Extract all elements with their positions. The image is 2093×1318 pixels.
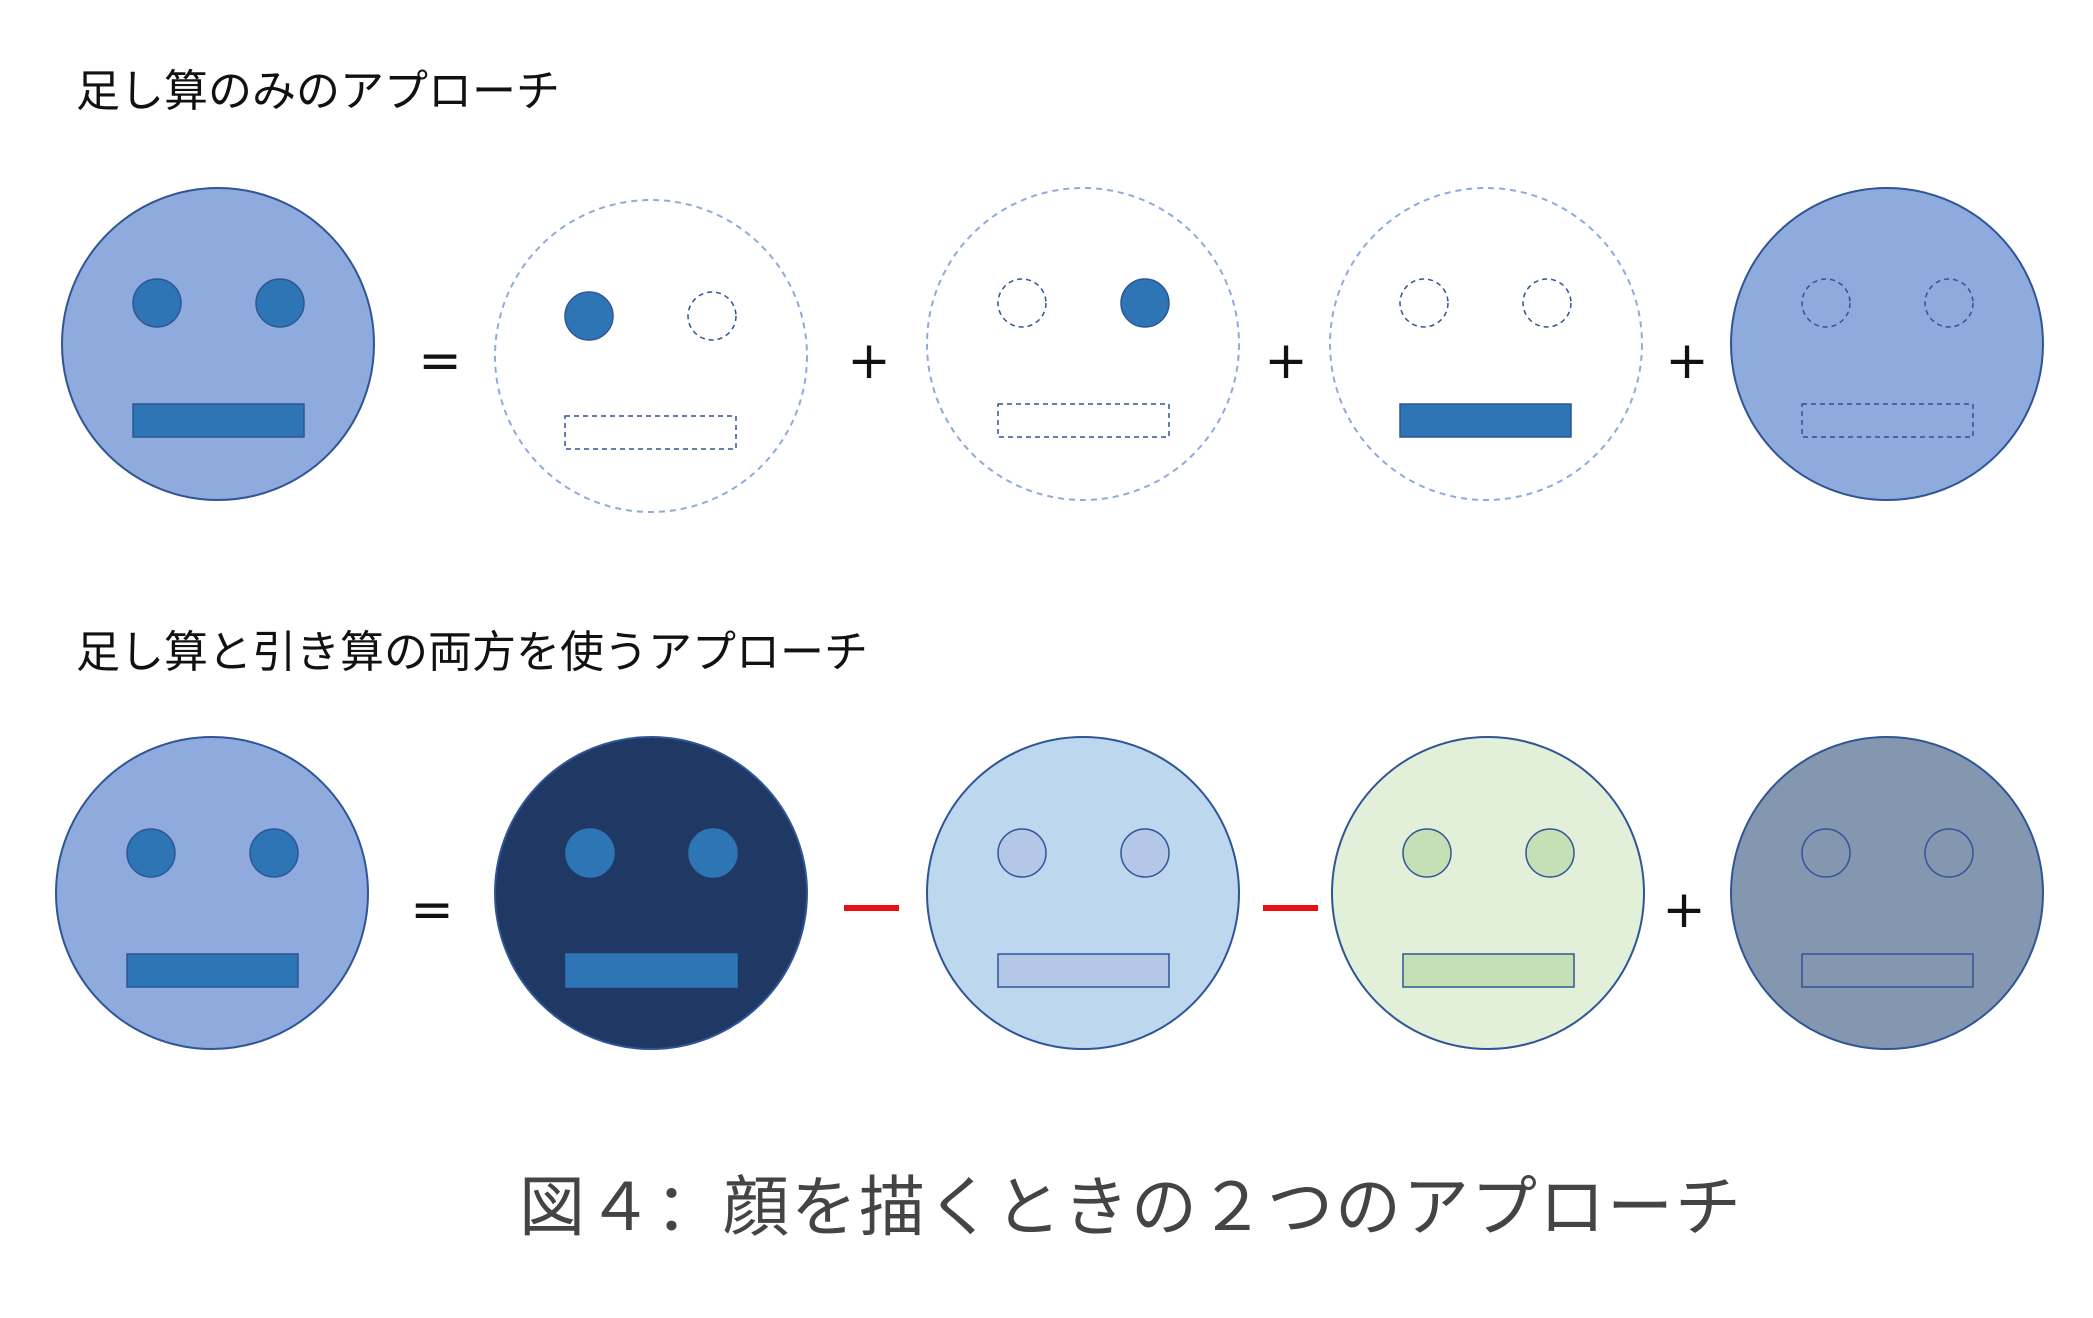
face-circle: [55, 736, 369, 1050]
face-circle: [1730, 736, 2044, 1050]
row-1-title: 足し算のみのアプローチ: [76, 66, 560, 117]
mouth: [126, 953, 299, 988]
left-eye: [997, 828, 1047, 878]
face-circle: [494, 736, 808, 1050]
row-2-light-blue-face: [926, 736, 1240, 1050]
row-1-right-eye-face: [926, 187, 1240, 501]
face-circle: [1730, 187, 2044, 501]
face-circle: [494, 199, 808, 513]
left-eye: [565, 828, 615, 878]
row-2-operator-4: +: [1662, 880, 1706, 940]
face-circle: [926, 736, 1240, 1050]
row-1-faces: = + + +: [61, 187, 2044, 513]
row-2-slate-face: [1730, 736, 2044, 1050]
right-eye: [1924, 828, 1974, 878]
face-circle: [1329, 187, 1643, 501]
left-eye: [126, 828, 176, 878]
right-eye: [1120, 828, 1170, 878]
row-2-minus-2: [1263, 905, 1318, 911]
row-1-operator-3: +: [1264, 331, 1308, 391]
face-circle: [926, 187, 1240, 501]
right-eye: [1522, 278, 1572, 328]
face-circle: [1331, 736, 1645, 1050]
row-1-base-face: [1730, 187, 2044, 501]
right-eye: [687, 291, 737, 341]
mouth: [1801, 403, 1974, 438]
mouth: [132, 403, 305, 438]
row-1-operator-2: +: [847, 331, 891, 391]
right-eye: [688, 828, 738, 878]
mouth: [565, 953, 738, 988]
row-1-left-eye-face: [494, 199, 808, 513]
right-eye: [1924, 278, 1974, 328]
row-1-mouth-face: [1329, 187, 1643, 501]
row-2-faces: = +: [55, 736, 2044, 1050]
mouth: [1801, 953, 1974, 988]
face-circle: [61, 187, 375, 501]
left-eye: [997, 278, 1047, 328]
row-1-result-face: [61, 187, 375, 501]
mouth: [1402, 953, 1575, 988]
mouth: [997, 403, 1170, 438]
row-2-operator-1: =: [410, 880, 454, 940]
row-2-result-face: [55, 736, 369, 1050]
row-1-operator-1: =: [418, 331, 462, 391]
figure-caption: 図４：顔を描くときの２つのアプローチ: [519, 1169, 1743, 1246]
left-eye: [1402, 828, 1452, 878]
row-1-operator-4: +: [1665, 331, 1709, 391]
right-eye: [249, 828, 299, 878]
right-eye: [1120, 278, 1170, 328]
mouth: [1399, 403, 1572, 438]
left-eye: [1801, 278, 1851, 328]
row-2-minus-1: [844, 905, 899, 911]
left-eye: [132, 278, 182, 328]
left-eye: [1399, 278, 1449, 328]
left-eye: [564, 291, 614, 341]
row-2-title: 足し算と引き算の両方を使うアプローチ: [76, 627, 868, 678]
right-eye: [255, 278, 305, 328]
mouth: [564, 415, 737, 450]
mouth: [997, 953, 1170, 988]
row-2-dark-face: [494, 736, 808, 1050]
row-2-light-green-face: [1331, 736, 1645, 1050]
left-eye: [1801, 828, 1851, 878]
right-eye: [1525, 828, 1575, 878]
